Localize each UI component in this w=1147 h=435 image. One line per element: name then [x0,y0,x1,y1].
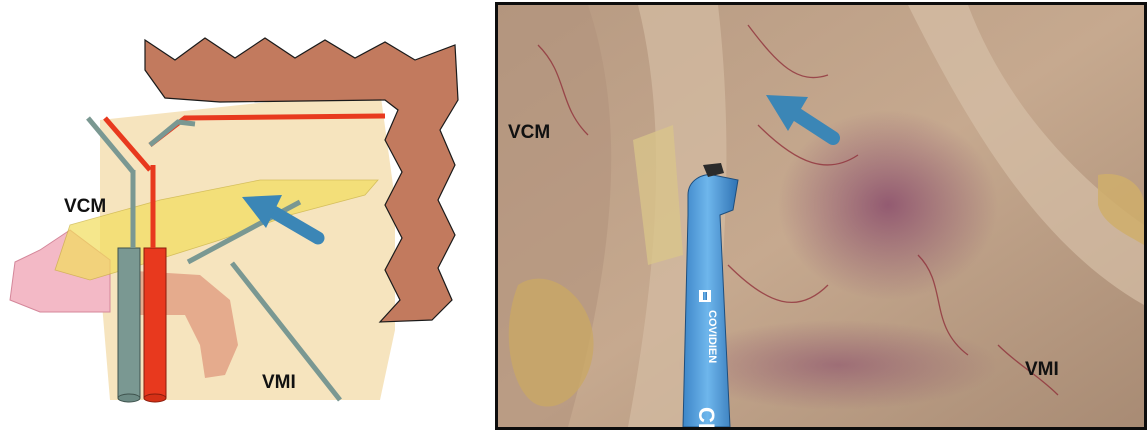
vein-trunk-end [118,394,140,402]
diagram-label-vmi: VMI [262,372,296,393]
laparoscopic-photo: COVIDIEN CI VCM VMI [495,2,1147,430]
superior-mesenteric-vein [118,248,140,398]
instrument-tip-text: CI [694,407,719,427]
artery-trunk-end [144,394,166,402]
covidien-logo-icon [699,290,711,302]
anatomy-diagram: VCM VMI [0,0,490,430]
laparoscopic-photo-canvas: COVIDIEN CI VCM VMI [498,5,1144,427]
diagram-label-vcm: VCM [64,196,106,217]
anatomy-diagram-canvas: VCM VMI [0,0,490,430]
instrument-brand-text: COVIDIEN [706,310,718,363]
photo-label-vcm: VCM [508,122,550,143]
purple-mesentery-area [778,110,998,300]
superior-mesenteric-artery [144,248,166,398]
photo-label-vmi: VMI [1025,359,1059,380]
